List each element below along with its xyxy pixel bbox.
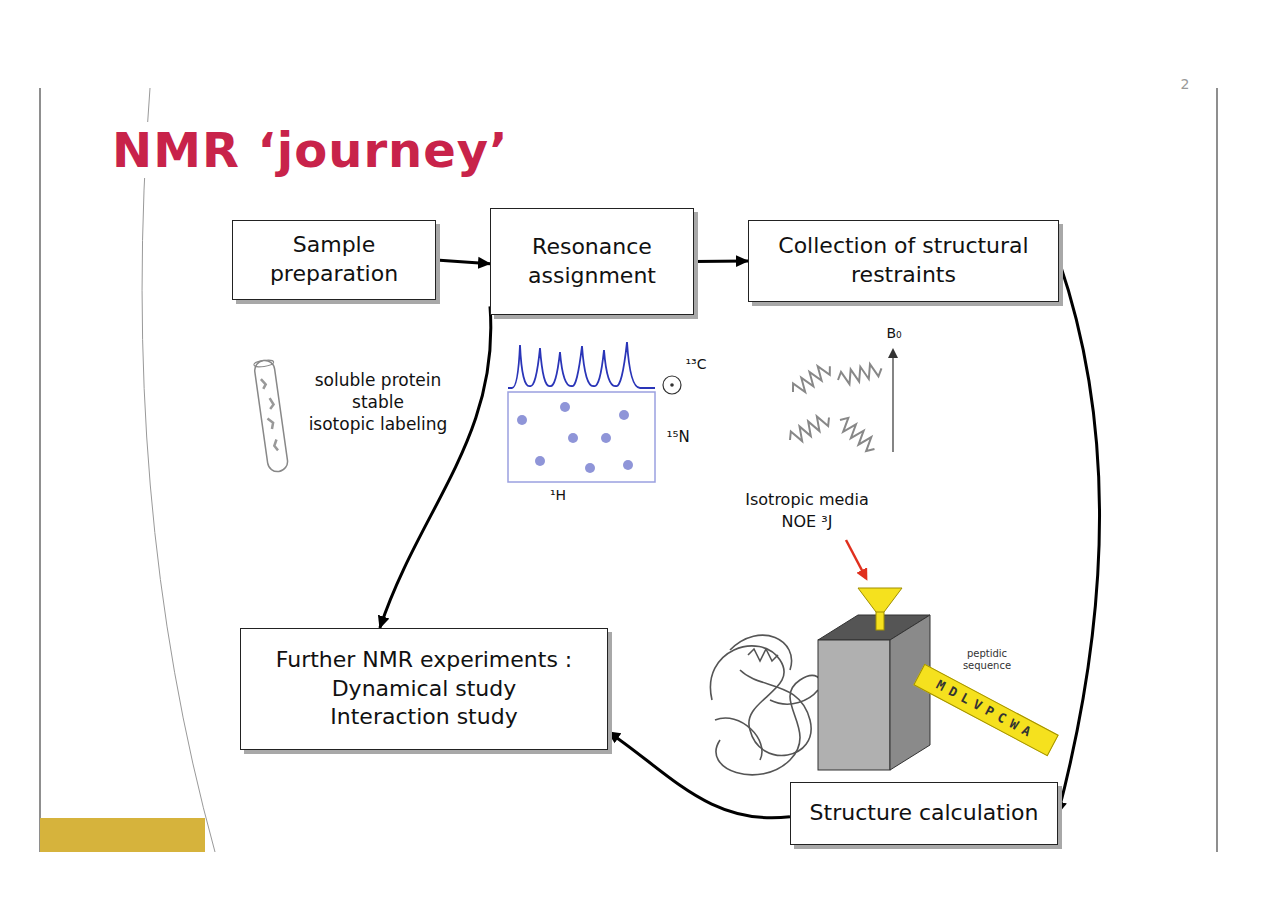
funnel [858,588,902,630]
flow-arrow [380,306,491,628]
process-box: Collection of structural restraints [748,220,1059,302]
calculation-box [818,615,930,770]
process-box: Sample preparation [232,220,436,300]
slide-title: NMR ‘journey’ [108,122,512,178]
box-text: Sample preparation [245,231,423,288]
annotation-text: stable [288,392,468,412]
annotation-text: peptidic sequence [952,648,1022,672]
box-text: Interaction study [330,703,517,732]
input-arrow [846,540,866,578]
annotation-text: ¹H [538,487,578,504]
annotation-text: soluble protein [288,370,468,390]
flow-arrow [1058,261,1100,814]
page-number: 2 [1170,76,1200,93]
box-text: Resonance assignment [503,233,681,290]
box-text: Dynamical study [332,675,517,704]
annotation-text: ¹⁵N [658,428,698,446]
annotation-text: ¹³C [676,356,716,373]
slide-border [1216,88,1217,852]
flow-arrow [608,732,790,818]
process-box: Structure calculation [790,782,1058,845]
test-tube [253,359,288,473]
annotation-text: isotopic labeling [288,414,468,434]
process-box: Further NMR experiments :Dynamical study… [240,628,608,750]
flow-arrow [694,260,748,264]
hsqc-spectrum [508,342,681,482]
aligned-proteins [787,360,884,454]
b0-arrow [892,350,893,452]
annotation-text: Isotropic media [722,490,892,509]
box-text: Collection of structural restraints [761,232,1046,289]
annotation-text: B₀ [874,325,914,342]
flow-arrow [436,260,490,264]
process-box: Resonance assignment [490,208,694,315]
slide-arc [142,88,215,852]
box-text: Structure calculation [810,799,1039,828]
annotation-text: NOE ³J [762,512,852,531]
slide-bar [40,818,205,852]
protein-structure [710,635,826,775]
box-text: Further NMR experiments : [276,646,573,675]
slide-border [39,88,40,852]
peptide-sequence: MDLVPCWA [913,664,1058,757]
